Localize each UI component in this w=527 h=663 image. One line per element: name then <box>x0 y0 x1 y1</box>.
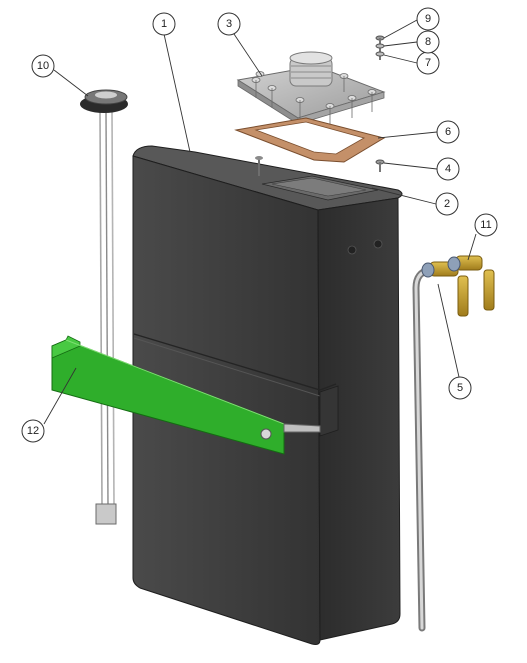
callout-10: 10 <box>31 54 55 78</box>
callout-12-label: 12 <box>27 425 39 437</box>
callout-2-label: 2 <box>444 198 450 210</box>
gasket <box>234 117 386 163</box>
callout-9: 9 <box>416 7 440 31</box>
callout-7: 7 <box>416 51 440 75</box>
callout-1-label: 1 <box>161 18 167 30</box>
brass-fittings <box>421 255 495 317</box>
callout-8: 8 <box>416 30 440 54</box>
fuel-level-sender <box>80 89 128 525</box>
callout-2: 2 <box>435 192 459 216</box>
callout-10-label: 10 <box>37 60 49 72</box>
callout-11: 11 <box>474 213 498 237</box>
callout-5-label: 5 <box>457 382 463 394</box>
callout-8-label: 8 <box>425 36 431 48</box>
callout-1: 1 <box>152 12 176 36</box>
pickup-tube <box>412 266 434 632</box>
callout-4-label: 4 <box>445 163 451 175</box>
callout-7-label: 7 <box>425 57 431 69</box>
callout-6: 6 <box>436 120 460 144</box>
mounting-bracket <box>51 335 321 455</box>
callout-3-label: 3 <box>226 18 232 30</box>
leader-lines <box>43 19 477 425</box>
callout-3: 3 <box>217 12 241 36</box>
small-hardware-stack <box>375 35 385 60</box>
callout-12: 12 <box>21 419 45 443</box>
mounting-plate <box>236 51 386 126</box>
callout-4: 4 <box>436 157 460 181</box>
callout-6-label: 6 <box>445 126 451 138</box>
screw <box>375 159 385 172</box>
callout-11-label: 11 <box>480 219 491 231</box>
fuel-tank <box>132 145 403 645</box>
callout-9-label: 9 <box>425 13 431 25</box>
callout-5: 5 <box>448 376 472 400</box>
